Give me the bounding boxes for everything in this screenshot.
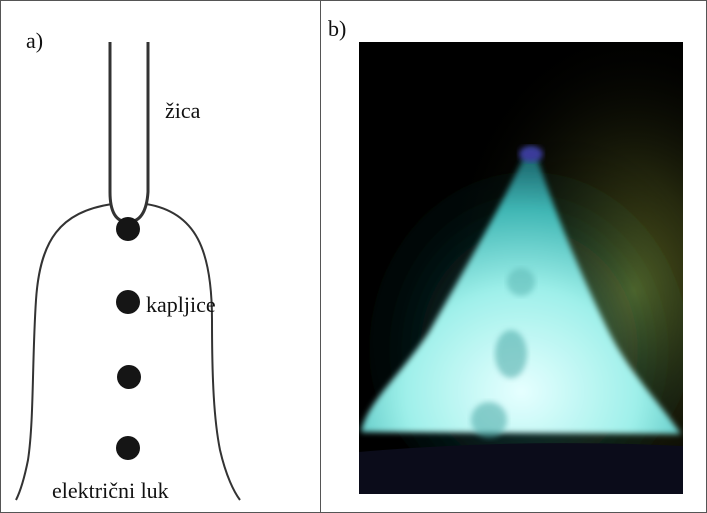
panel-divider xyxy=(320,0,321,513)
arc-envelope-left xyxy=(15,203,113,501)
arc-label: električni luk xyxy=(52,478,169,503)
workpiece xyxy=(359,443,683,494)
plasma-arc-image xyxy=(359,42,683,494)
schematic-diagram xyxy=(15,42,241,501)
panel-b-label: b) xyxy=(328,16,347,41)
arc-photograph xyxy=(359,42,683,494)
droplet xyxy=(116,290,140,314)
wire-outline xyxy=(108,42,150,224)
droplet xyxy=(116,436,140,460)
arc-envelope-right xyxy=(145,203,241,501)
wire-label: žica xyxy=(165,98,201,123)
droplet xyxy=(116,217,140,241)
droplets-label: kapljice xyxy=(146,292,216,317)
droplet xyxy=(117,365,141,389)
panel-a-label: a) xyxy=(26,28,44,53)
